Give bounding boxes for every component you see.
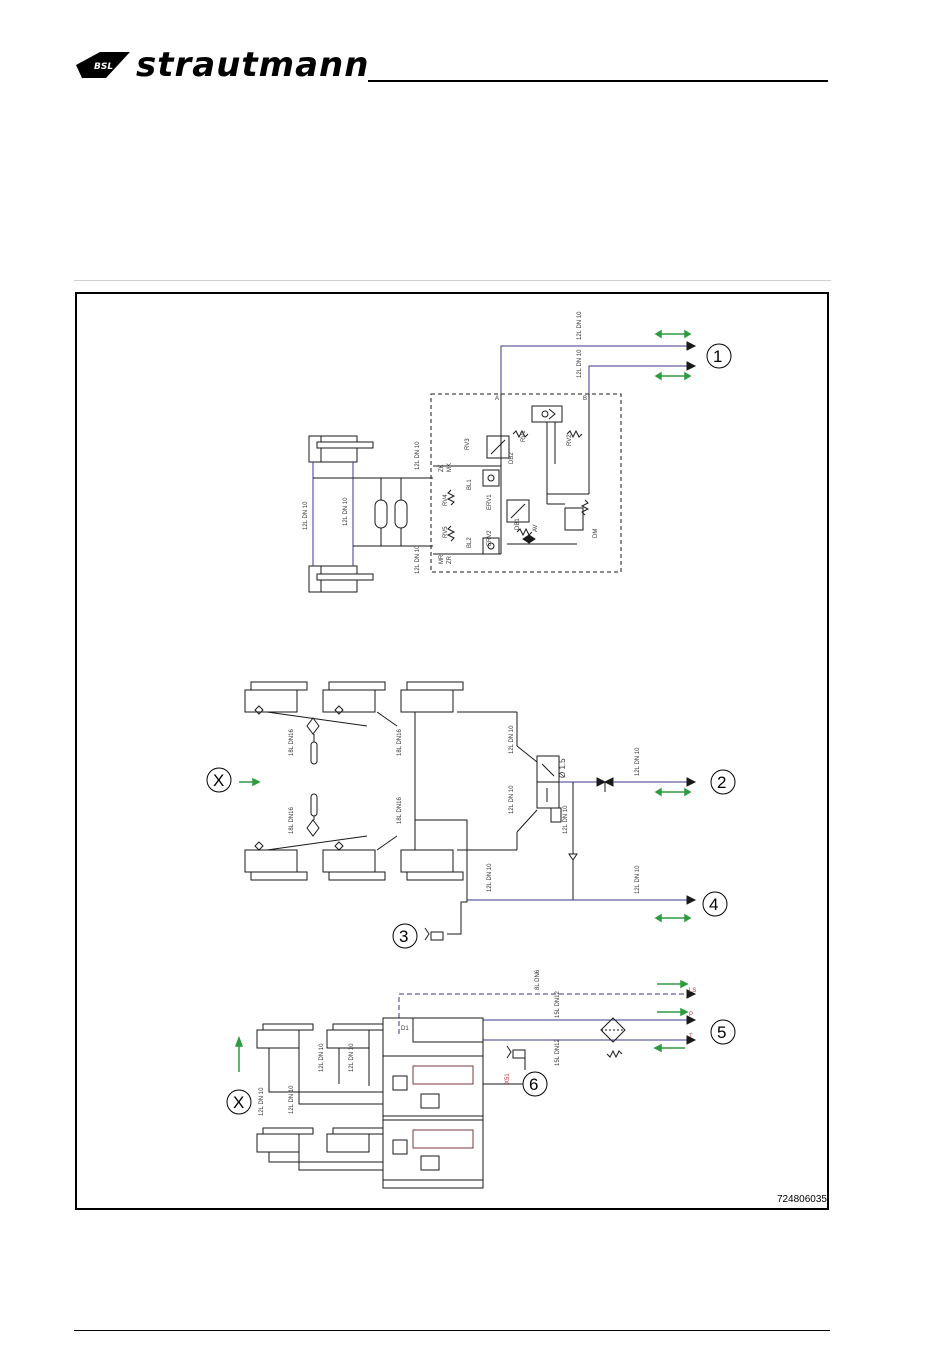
t-port-label: T — [689, 1034, 693, 1040]
section-separator — [74, 280, 831, 281]
rv3-label: RV3 — [465, 438, 471, 450]
callout-4: 4 — [709, 895, 718, 914]
x51-label: X51 — [505, 1073, 511, 1084]
arrow-left-icon — [653, 1043, 685, 1053]
zr-label: ZR — [447, 555, 453, 564]
hose-dn12-label: 15L DN12 — [555, 991, 561, 1018]
db1-label: DB1 — [515, 518, 521, 530]
erv1-label: ERV1 — [487, 494, 493, 510]
circuit-1 — [308, 341, 697, 593]
erv2-label: ERV2 — [487, 530, 493, 546]
hose-dn12-label: 15L DN12 — [555, 1039, 561, 1066]
hose-label: 12L DN 10 — [289, 1085, 295, 1114]
callout-6: 6 — [529, 1075, 538, 1094]
rv4-label: RV4 — [443, 494, 449, 506]
hydraulic-schematic: 12L DN 10 12L DN 10 A B RV1 RV2 RV3 DB2 … — [206, 311, 736, 1189]
arrow-right-icon — [657, 979, 689, 989]
orifice-label: Ø 1.5 — [558, 758, 567, 778]
page-header: BSL strautmann — [70, 40, 830, 90]
hose-label: 12L DN 10 — [635, 865, 641, 894]
hydraulic-diagram-frame: 12L DN 10 12L DN 10 A B RV1 RV2 RV3 DB2 … — [75, 292, 829, 1210]
header-rule — [368, 80, 828, 82]
hose-label: 12L DN 10 — [577, 311, 583, 340]
callout-x: X — [233, 1093, 244, 1112]
brand-logo: strautmann — [136, 45, 370, 85]
rv2-label: RV2 — [567, 434, 573, 446]
double-arrow-icon — [654, 329, 692, 339]
db2-label: DB2 — [509, 452, 515, 464]
rv5-label: RV5 — [443, 526, 449, 538]
double-arrow-icon — [654, 787, 692, 797]
footer-rule — [74, 1330, 830, 1331]
callout-1: 1 — [713, 347, 722, 366]
bl1-label: BL1 — [467, 479, 473, 490]
hose-label: 12L DN 10 — [343, 497, 349, 526]
zk-label: ZK — [439, 464, 445, 472]
document-number: 724806035 — [776, 1194, 827, 1205]
callout-3: 3 — [399, 927, 408, 946]
callout-2: 2 — [717, 773, 726, 792]
port-a-label: A — [495, 396, 499, 402]
rv1-label: RV1 — [521, 430, 527, 442]
logo-badge-text: BSL — [94, 62, 113, 72]
hose-label: 12L DN 10 — [635, 747, 641, 776]
hose-label: 12L DN 10 — [349, 1043, 355, 1072]
p-port-label: P — [689, 1012, 693, 1018]
port-b-label: B — [583, 396, 587, 402]
hose-label: 12L DN 10 — [259, 1087, 265, 1116]
hose-label: 12L DN 10 — [509, 725, 515, 754]
arrow-right-icon — [239, 777, 261, 787]
hose-label: 12L DN 10 — [563, 805, 569, 834]
hose-dn16-label: 18L DN16 — [397, 729, 403, 756]
diagram-labels: 12L DN 10 12L DN 10 A B RV1 RV2 RV3 DB2 … — [259, 311, 696, 1116]
av-label: AV — [533, 524, 539, 532]
mk-label: MK — [447, 463, 453, 472]
hose-dn16-label: 18L DN16 — [289, 729, 295, 756]
circuit-2 — [244, 681, 697, 941]
circuit-3 — [256, 989, 697, 1189]
hose-dn16-label: 18L DN16 — [397, 797, 403, 824]
hose-label: 12L DN 10 — [303, 501, 309, 530]
hose-dn16-label: 18L DN16 — [289, 807, 295, 834]
callout-5: 5 — [717, 1023, 726, 1042]
hose-label: 12L DN 10 — [319, 1043, 325, 1072]
double-arrow-icon — [654, 913, 692, 923]
mr-label: MR — [439, 554, 445, 564]
arrow-right-icon — [657, 1007, 689, 1017]
hose-label: 12L DN 10 — [415, 441, 421, 470]
bsl-logo-icon: BSL — [76, 52, 130, 78]
callouts: 1 2 3 4 5 6 X X — [206, 343, 736, 1115]
bl2-label: BL2 — [467, 537, 473, 548]
hose-label: 12L DN 10 — [509, 785, 515, 814]
hose-label: 12L DN 10 — [415, 545, 421, 574]
hose-label: 12L DN 10 — [577, 349, 583, 378]
hose-label: 12L DN 10 — [487, 863, 493, 892]
d1-label: D1 — [401, 1026, 409, 1032]
double-arrow-icon — [654, 371, 692, 381]
flow-arrows — [234, 329, 692, 1072]
arrow-up-icon — [234, 1035, 244, 1072]
ls-port-label: LS — [689, 988, 696, 994]
hose-dn6-label: 8L DN6 — [535, 969, 541, 990]
callout-x: X — [213, 771, 224, 790]
dm-label: DM — [593, 529, 599, 538]
